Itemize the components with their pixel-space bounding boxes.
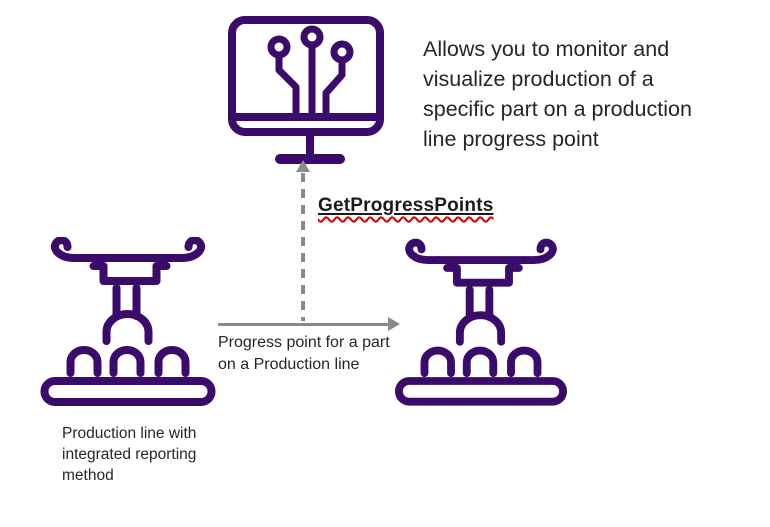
- spellcheck-squiggle: GetProgressPoints: [318, 195, 494, 216]
- flow-label-line: on a Production line: [218, 356, 360, 373]
- caption-line: Production line with: [62, 425, 197, 442]
- api-call-label: GetProgressPoints: [318, 195, 494, 217]
- production-line-icon: [40, 237, 216, 409]
- flow-arrow-line: [218, 323, 390, 326]
- up-arrowhead-icon: [296, 160, 310, 172]
- description-text: Allows you to monitor and visualize prod…: [423, 34, 753, 154]
- caption-line: method: [62, 467, 114, 484]
- description-line: specific part on a production: [423, 97, 692, 121]
- flow-label-line: Progress point for a part: [218, 334, 390, 351]
- dashed-connector: [301, 173, 305, 321]
- description-line: line progress point: [423, 127, 599, 151]
- flow-arrow-label: Progress point for a part on a Productio…: [218, 332, 390, 376]
- monitor-circuit-icon: [226, 14, 386, 164]
- description-line: Allows you to monitor and: [423, 37, 670, 61]
- left-station-caption: Production line with integrated reportin…: [62, 423, 196, 486]
- description-line: visualize production of a: [423, 67, 654, 91]
- caption-line: integrated reporting: [62, 446, 197, 463]
- production-line-icon: [395, 238, 567, 410]
- right-arrowhead-icon: [388, 317, 400, 331]
